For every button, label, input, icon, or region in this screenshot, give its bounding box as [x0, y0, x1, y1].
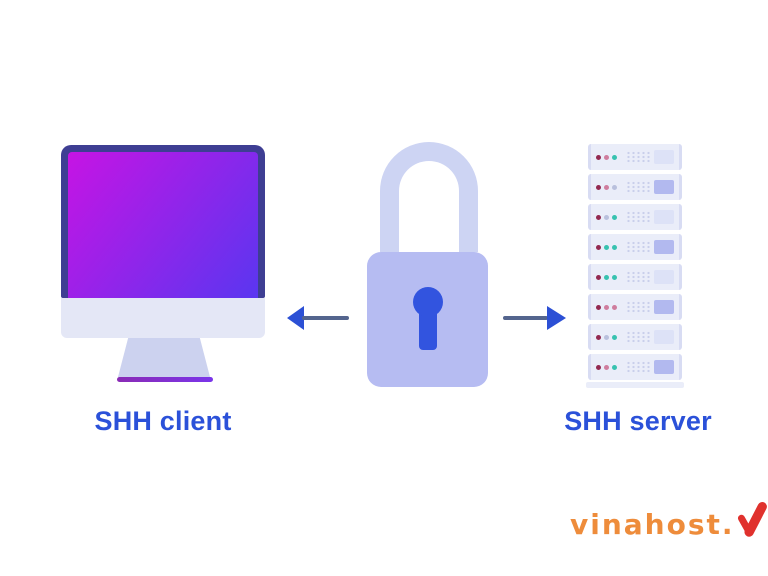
arrow-left-head	[287, 306, 304, 330]
server-unit	[588, 174, 682, 200]
vinahost-logo-text: vinahost.	[570, 508, 735, 541]
led-dot	[596, 154, 601, 160]
arrow-left-shaft	[302, 316, 349, 320]
led-dot	[596, 214, 601, 220]
server-unit	[588, 324, 682, 350]
led-dot	[604, 304, 609, 310]
led-dot	[604, 154, 609, 160]
drive-panel	[654, 270, 674, 284]
led-dot	[596, 334, 601, 340]
server-unit	[588, 204, 682, 230]
led-indicators	[596, 334, 617, 340]
led-dot	[612, 244, 617, 250]
monitor-frame	[61, 145, 265, 298]
led-indicators	[596, 244, 617, 250]
led-dot	[604, 334, 609, 340]
monitor-base	[117, 377, 213, 382]
led-indicators	[596, 214, 617, 220]
monitor-chin	[61, 298, 265, 338]
led-dot	[612, 184, 617, 190]
drive-panel	[654, 240, 674, 254]
monitor-screen	[68, 152, 258, 298]
led-dot	[596, 364, 601, 370]
led-indicators	[596, 364, 617, 370]
led-dot	[596, 184, 601, 190]
vent-grid	[626, 180, 652, 194]
arrow-right-shaft	[503, 316, 548, 320]
drive-panel	[654, 210, 674, 224]
server-unit	[588, 264, 682, 290]
vent-grid	[626, 300, 652, 314]
vent-grid	[626, 330, 652, 344]
drive-panel	[654, 330, 674, 344]
arrow-right-icon	[503, 306, 566, 330]
led-dot	[604, 184, 609, 190]
led-indicators	[596, 274, 617, 280]
led-dot	[604, 214, 609, 220]
drive-panel	[654, 360, 674, 374]
led-dot	[612, 154, 617, 160]
led-indicators	[596, 304, 617, 310]
ssh-server-label: SHH server	[564, 406, 712, 436]
ssh-server-rack-icon	[588, 144, 682, 384]
arrow-right-head	[547, 306, 566, 330]
server-unit	[588, 234, 682, 260]
led-dot	[612, 334, 617, 340]
led-dot	[612, 364, 617, 370]
drive-panel	[654, 300, 674, 314]
padlock-body	[367, 252, 488, 387]
led-indicators	[596, 154, 617, 160]
checkmark-icon	[737, 502, 767, 537]
led-dot	[612, 304, 617, 310]
led-dot	[612, 274, 617, 280]
vent-grid	[626, 150, 652, 164]
led-dot	[604, 274, 609, 280]
led-dot	[596, 274, 601, 280]
vinahost-logo: vinahost.	[570, 496, 768, 542]
led-dot	[612, 214, 617, 220]
server-unit	[588, 354, 682, 380]
led-dot	[604, 244, 609, 250]
vent-grid	[626, 240, 652, 254]
drive-panel	[654, 180, 674, 194]
led-dot	[604, 364, 609, 370]
server-unit	[588, 294, 682, 320]
padlock-shackle	[380, 142, 478, 252]
keyhole-icon	[413, 287, 443, 317]
server-unit	[588, 144, 682, 170]
vent-grid	[626, 210, 652, 224]
drive-panel	[654, 150, 674, 164]
ssh-client-label: SHH client	[94, 406, 232, 436]
monitor-stand	[118, 338, 210, 377]
vent-grid	[626, 360, 652, 374]
vent-grid	[626, 270, 652, 284]
server-rack-base	[586, 382, 684, 388]
led-indicators	[596, 184, 617, 190]
led-dot	[596, 244, 601, 250]
arrow-left-icon	[287, 306, 349, 330]
led-dot	[596, 304, 601, 310]
